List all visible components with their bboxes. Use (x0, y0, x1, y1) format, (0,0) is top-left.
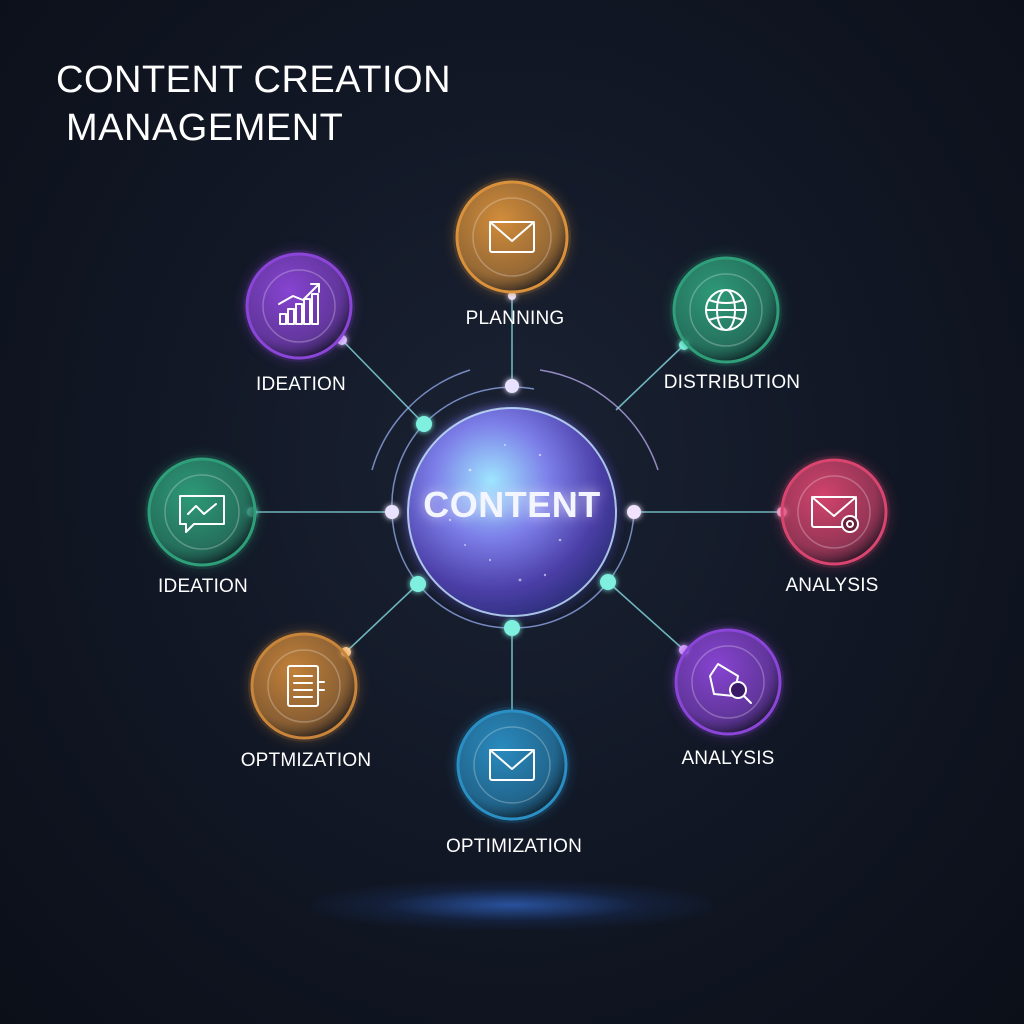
connector-distribution (615, 344, 685, 411)
junction-dot (504, 620, 520, 636)
email-icon (489, 221, 535, 253)
page-title: CONTENT CREATION MANAGEMENT (56, 56, 451, 152)
junction-dot (385, 505, 399, 519)
node-sphere (455, 180, 569, 294)
node-bubble (670, 254, 782, 366)
orbit-rings (371, 369, 659, 629)
node-bubbles (145, 178, 890, 823)
node-label-ideation-left: IDEATION (158, 576, 248, 597)
node-bubble (145, 455, 259, 569)
node-label-distribution: DISTRIBUTION (663, 372, 801, 393)
email-icon (489, 749, 535, 781)
magnify-icon (709, 663, 752, 704)
node-bubble (672, 626, 784, 738)
node-label-analysis-right: ANALYSIS (785, 575, 879, 596)
node-bubble (778, 456, 890, 568)
node-inner-ring (691, 645, 765, 719)
content-core (408, 408, 616, 616)
node-sphere (250, 632, 358, 740)
node-label-planning: PLANNING (465, 308, 565, 329)
junction-dot (600, 574, 616, 590)
node-inner-ring (262, 269, 336, 343)
title-line-1: CONTENT CREATION (56, 59, 452, 101)
chat-chart-icon (179, 495, 225, 533)
node-inner-ring (164, 474, 240, 550)
bar-chart-icon (278, 283, 320, 325)
node-inner-ring (797, 475, 871, 549)
node-bubble (248, 630, 360, 742)
email-settings-icon (811, 496, 859, 533)
junction-dot (410, 576, 426, 592)
node-bubble (453, 178, 571, 296)
node-inner-ring (689, 273, 763, 347)
junction-dot (627, 505, 641, 519)
core-sparkles (448, 444, 576, 582)
junction-dot (505, 379, 519, 393)
node-sphere (456, 709, 568, 821)
node-label-analysis-lower: ANALYSIS (681, 748, 775, 769)
core-sphere (407, 407, 617, 617)
document-icon (287, 665, 325, 707)
connector-analysis-lower (607, 581, 685, 651)
title-line-2: MANAGEMENT (66, 107, 344, 149)
node-inner-ring (473, 726, 551, 804)
connector-ideation-upper (341, 339, 425, 425)
node-sphere (245, 252, 353, 360)
node-label-optimization: OPTIMIZATION (445, 836, 583, 857)
node-label-ideation-upper: IDEATION (256, 374, 346, 395)
junction-dot (416, 416, 432, 432)
center-label: CONTENT (423, 484, 601, 525)
node-inner-ring (472, 197, 552, 277)
node-sphere (674, 628, 782, 736)
node-bubble (243, 250, 355, 362)
node-inner-ring (267, 649, 341, 723)
connector-optmization (345, 583, 419, 653)
node-bubble (454, 707, 570, 823)
connector-lines (252, 296, 782, 712)
node-label-optmization: OPTMIZATION (240, 750, 372, 771)
node-sphere (780, 458, 888, 566)
globe-icon (705, 289, 747, 331)
floor-glow (312, 880, 712, 930)
